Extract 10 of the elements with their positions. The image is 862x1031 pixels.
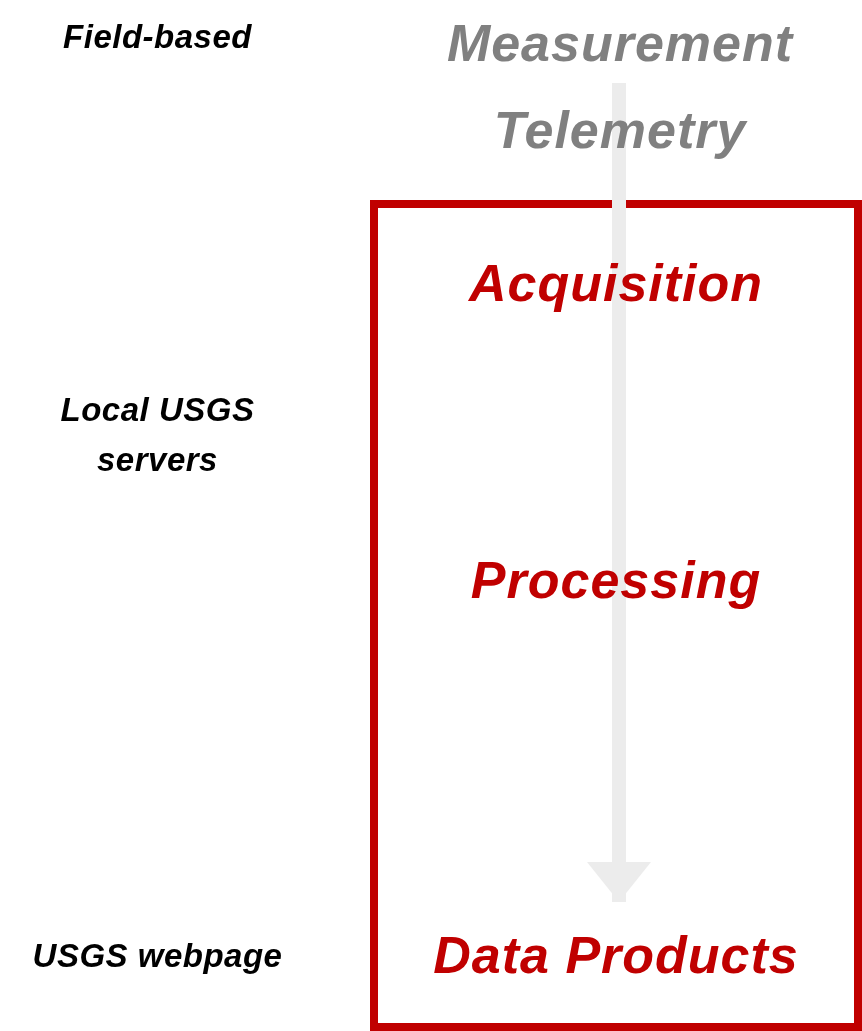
stage-label: Processing [470,550,762,610]
stage-label: Telemetry [493,100,747,160]
level-label: USGS webpage [31,936,284,976]
level-label: Local USGS servers [59,390,256,480]
stage-label: Data Products [433,925,799,985]
level-label: Field-based [62,17,253,57]
stage-label: Acquisition [468,253,764,313]
flow-arrow [587,83,651,902]
stage-label: Measurement [446,13,794,73]
outline-frame [370,200,862,1031]
